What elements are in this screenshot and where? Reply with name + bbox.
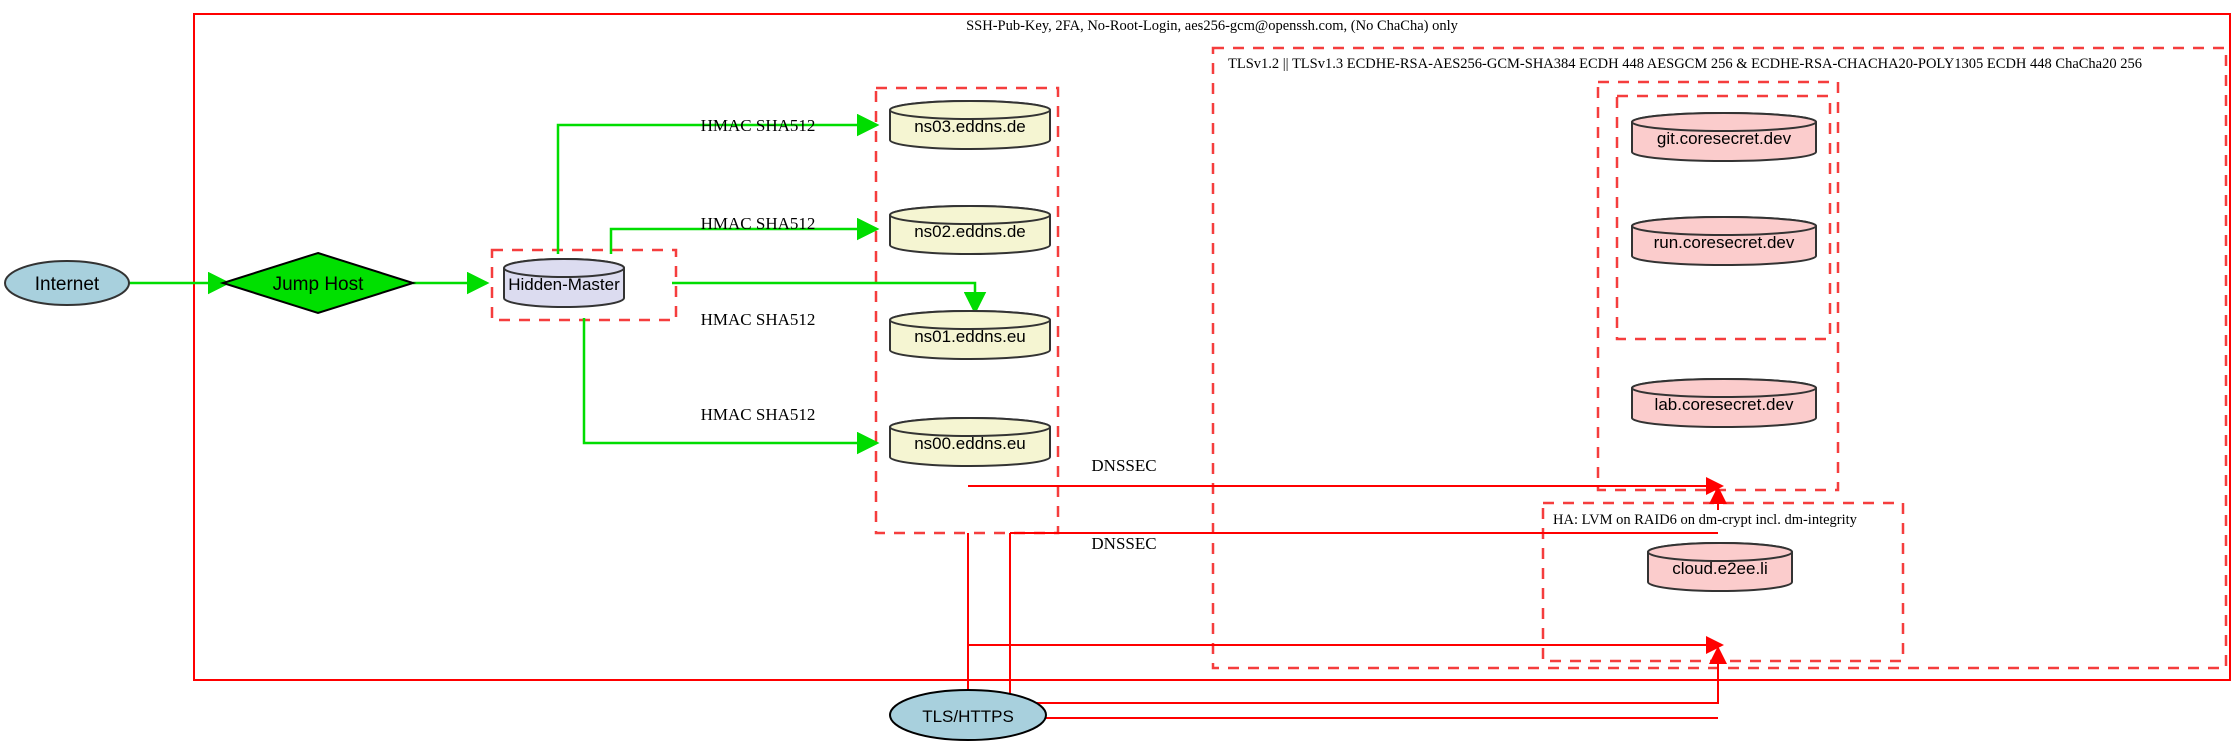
node-internet-label: Internet [35,274,100,295]
edge-label-dnssec-lower: DNSSEC [1091,534,1156,553]
edge-hiddenmaster-ns02 [609,217,880,254]
edge-hiddenmaster-ns01 [672,281,987,315]
edge-hiddenmaster-ns03 [556,113,880,254]
node-ns02-label: ns02.eddns.de [914,222,1026,241]
edge-label-hmac-ns00: HMAC SHA512 [701,405,816,424]
node-ns03-shape[interactable] [889,100,1051,150]
node-run-shape[interactable] [1631,216,1817,266]
node-ns03-label: ns03.eddns.de [914,117,1026,136]
node-git-label: git.coresecret.dev [1657,129,1792,148]
node-internet-shape[interactable] [4,260,130,306]
node-ns02-shape[interactable] [889,205,1051,255]
dns-cluster-box [874,86,1060,535]
node-hidden-master-shape[interactable] [503,258,625,308]
coresecret-inner-box [1615,94,1832,341]
node-ns01-label: ns01.eddns.eu [914,327,1026,346]
node-hidden-master-label: Hidden-Master [508,275,620,294]
node-lab-label: lab.coresecret.dev [1655,395,1794,414]
edge-hiddenmaster-ns00 [582,318,880,455]
ssh-policy-label: SSH-Pub-Key, 2FA, No-Root-Login, aes256-… [966,18,1459,34]
node-cloud-label: cloud.e2ee.li [1672,559,1767,578]
node-jumphost-shape[interactable] [219,251,417,315]
node-git-shape[interactable] [1631,112,1817,162]
node-tlshttps-label: TLS/HTTPS [922,707,1014,726]
tls-policy-label: TLSv1.2 || TLSv1.3 ECDHE-RSA-AES256-GCM-… [1228,56,2142,72]
edge-label-hmac-ns02: HMAC SHA512 [701,214,816,233]
node-run-label: run.coresecret.dev [1654,233,1795,252]
node-cloud-shape[interactable] [1647,542,1793,592]
edge-label-hmac-ns03: HMAC SHA512 [701,116,816,135]
node-ns01-shape[interactable] [889,310,1051,360]
node-lab-shape[interactable] [1631,378,1817,428]
tls-zone-boundary [1211,46,2228,670]
ha-policy-label: HA: LVM on RAID6 on dm-crypt incl. dm-in… [1553,512,1858,528]
node-jumphost-label: Jump Host [273,274,365,295]
ssh-zone-boundary [193,13,2231,681]
edge-label-dnssec-upper: DNSSEC [1091,456,1156,475]
node-tlshttps-shape[interactable] [889,689,1047,741]
edge-tlshttps-right [1010,650,1719,704]
node-ns00-label: ns00.eddns.eu [914,434,1026,453]
edge-label-hmac-ns01: HMAC SHA512 [701,310,816,329]
node-ns00-shape[interactable] [889,417,1051,467]
